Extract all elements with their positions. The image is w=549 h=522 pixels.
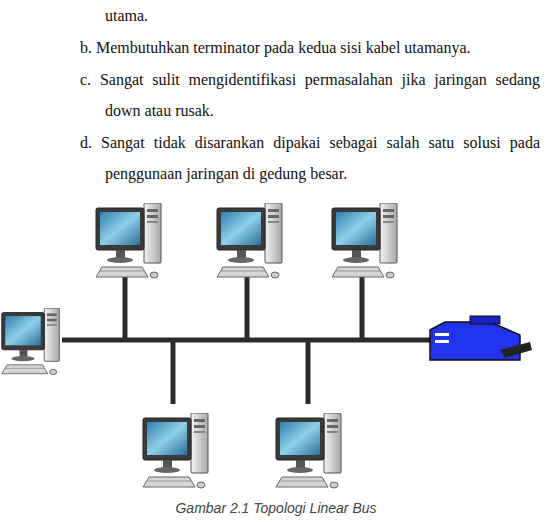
list-item: b. Membutuhkan terminator pada kedua sis… xyxy=(80,32,540,63)
list-item: d. Sangat tidak disarankan dipakai sebag… xyxy=(80,127,540,189)
figure-caption: Gambar 2.1 Topologi Linear Bus xyxy=(175,500,376,516)
list-item: c. Sangat sulit mengidentifikasi permasa… xyxy=(80,64,540,126)
bus-cable xyxy=(62,276,432,404)
computer-icons xyxy=(2,203,397,488)
printer-icon xyxy=(430,316,532,360)
list-text: utama. xyxy=(80,0,540,31)
